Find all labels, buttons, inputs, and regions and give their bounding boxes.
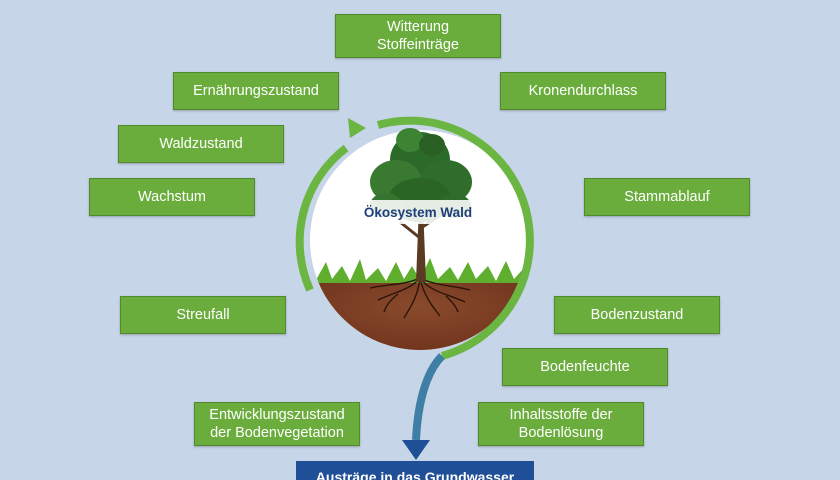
factor-streufall: Streufall bbox=[120, 296, 286, 334]
tree-icon bbox=[370, 128, 472, 282]
factor-wachstum: Wachstum bbox=[89, 178, 255, 216]
flow-tail bbox=[412, 353, 445, 441]
cycle-ring bbox=[295, 116, 534, 460]
factor-bodenzustand: Bodenzustand bbox=[554, 296, 720, 334]
arrow-down-icon bbox=[402, 440, 430, 460]
factor-waldzustand: Waldzustand bbox=[118, 125, 284, 163]
cycle-arrow-icon bbox=[348, 118, 366, 138]
factor-bodenfeuchte: Bodenfeuchte bbox=[502, 348, 668, 386]
factor-entwicklungszustand: Entwicklungszustand der Bodenvegetation bbox=[194, 402, 360, 446]
factor-witterung: Witterung Stoffeinträge bbox=[335, 14, 501, 58]
output-groundwater: Austräge in das Grundwasser bbox=[296, 461, 534, 480]
ecosystem-label: Ökosystem Wald bbox=[340, 200, 496, 224]
factor-inhaltsstoffe: Inhaltsstoffe der Bodenlösung bbox=[478, 402, 644, 446]
factor-kronendurchlass: Kronendurchlass bbox=[500, 72, 666, 110]
factor-stammablauf: Stammablauf bbox=[584, 178, 750, 216]
factor-ernaehrungszustand: Ernährungszustand bbox=[173, 72, 339, 110]
